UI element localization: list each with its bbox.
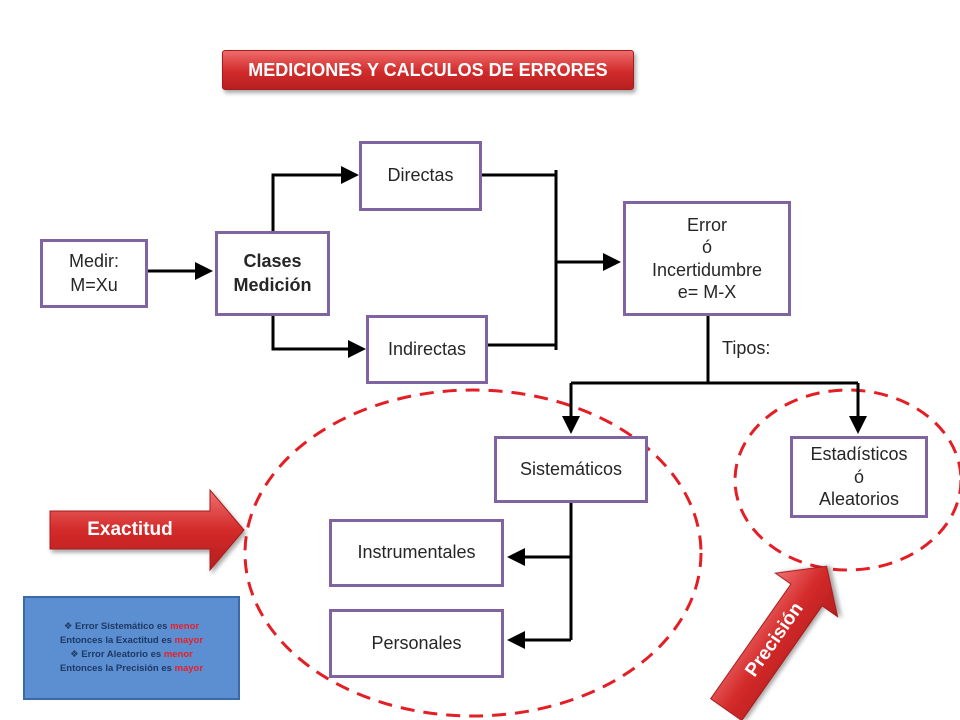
node-medir: Medir: M=Xu [40,239,148,308]
note-line-2-text: Entonces la Exactitud es [59,635,172,647]
note-line-2-highlight: mayor [174,635,204,647]
node-estadisticos-line-1: Estadísticos [810,444,908,465]
node-directas: Directas [359,141,482,211]
note-line-3: ❖ Error Aleatorio es menor [70,648,193,662]
note-line-4: Entonces la Precisión es mayor [60,662,203,676]
note-line-1: ❖ Error Sistemático es menor [64,620,199,634]
exactitud-label: Exactitud [87,519,173,540]
summary-note: ❖ Error Sistemático es menor Entonces la… [23,596,240,700]
note-bullet-icon: ❖ [70,649,79,660]
node-error-line-1: Error [687,214,727,235]
arrow-clases-to-directas [271,166,359,231]
node-sistematicos-label: Sistemáticos [519,458,623,479]
note-bullet-icon: ❖ [63,621,73,633]
note-line-4-highlight: mayor [174,662,204,674]
node-indirectas-label: Indirectas [387,338,467,359]
node-clases-line-1: Clases [243,251,302,272]
node-personales-label: Personales [371,632,462,653]
note-line-4-text: Entonces la Precisión es [59,662,172,674]
exactitud-block-arrow [49,488,245,572]
node-personales: Personales [329,609,504,678]
node-directas-label: Directas [387,165,454,186]
node-medir-line-2: M=Xu [70,274,118,295]
node-clases-line-2: Medición [233,274,312,295]
node-indirectas: Indirectas [366,315,488,384]
note-line-3-text: Error Aleatorio es [81,649,162,660]
node-estadisticos-line-3: Aleatorios [818,489,900,510]
tipos-label: Tipos: [722,338,771,358]
note-line-1-highlight: menor [170,621,200,633]
page-title: MEDICIONES Y CALCULOS DE ERRORES [222,50,634,90]
node-error-line-4: e= M-X [677,282,737,302]
note-line-1-text: Error Sistemático es [75,621,168,633]
precision-block-arrow [709,565,839,720]
node-sistematicos: Sistemáticos [494,436,648,503]
node-medir-line-1: Medir: [68,251,119,272]
note-line-3-highlight: menor [163,649,193,660]
exactitud-dashed-ellipse [243,388,703,718]
node-estadisticos-line-2: ó [853,466,864,487]
node-estadisticos: Estadísticos ó Aleatorios [790,436,928,518]
node-error-line-3: Incertidumbre [651,259,763,280]
node-instrumentales: Instrumentales [329,519,504,587]
node-error: Error ó Incertidumbre e= M-X [623,201,791,316]
node-instrumentales-label: Instrumentales [357,542,476,563]
arrow-clases-to-indirectas [271,316,366,358]
node-clases-medicion: Clases Medición [215,231,330,316]
node-error-line-2: ó [701,237,712,257]
note-line-2: Entonces la Exactitud es mayor [60,634,203,648]
